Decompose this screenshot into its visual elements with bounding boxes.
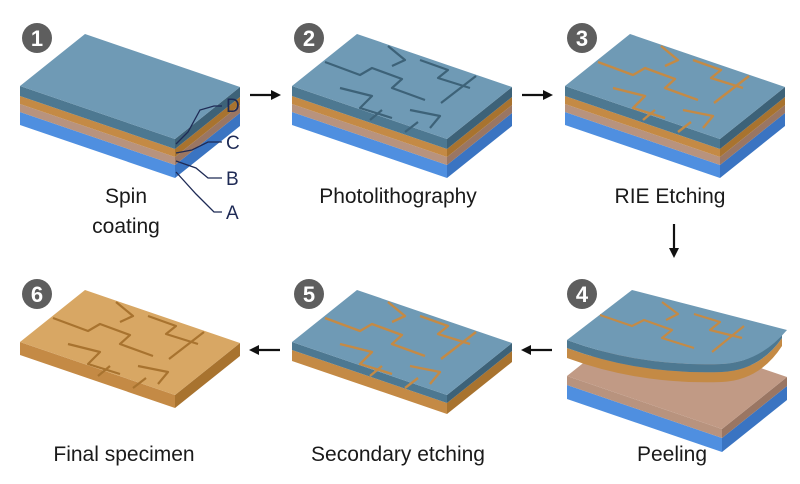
layer-a-front (20, 112, 175, 178)
step-3-stack (565, 34, 785, 178)
step2-base-front (292, 112, 447, 178)
step3-pattern (597, 45, 750, 133)
layer-c-front (20, 96, 175, 157)
step5-d-side (447, 343, 512, 403)
step4-b-side (722, 377, 787, 438)
step-2-stack (292, 34, 512, 178)
badge-5 (294, 279, 324, 309)
badge-2 (294, 23, 324, 53)
step3-base-front (565, 112, 720, 178)
step4-peeled-c (567, 338, 782, 383)
layer-d-top (20, 34, 240, 139)
step4-b-front (567, 376, 722, 438)
badge-3 (567, 23, 597, 53)
leader-b (175, 160, 222, 179)
caption-step-2: Photolithography (319, 185, 477, 208)
step4-base-front (567, 385, 722, 452)
step2-c-front (292, 96, 447, 157)
caption-step-1-line2: coating (92, 215, 160, 238)
step4-peeled-d-top (567, 290, 787, 365)
badge-1 (22, 23, 52, 53)
badge-1-number: 1 (31, 26, 43, 51)
step6-top (20, 290, 240, 395)
step3-d-front (565, 86, 720, 149)
step3-d-top (565, 34, 785, 139)
step3-base-side (720, 113, 785, 178)
leader-a (175, 171, 222, 213)
layer-label-leaders (175, 105, 222, 213)
step5-c-front (292, 350, 447, 414)
step-badges: 1 2 3 4 5 6 (22, 23, 597, 309)
badge-3-number: 3 (576, 26, 588, 51)
leader-d (175, 105, 222, 145)
process-arrows (249, 90, 679, 355)
badge-2-number: 2 (303, 26, 315, 51)
step2-d-front (292, 86, 447, 149)
caption-step-1-line1: Spin (105, 185, 147, 208)
step3-c-side (720, 97, 785, 157)
step-4-stack (567, 290, 787, 452)
layer-b-front (20, 104, 175, 165)
step3-b-front (565, 104, 720, 165)
step2-pattern (324, 45, 477, 133)
step2-c-side (447, 97, 512, 157)
step-5-stack (292, 290, 512, 414)
layer-d-side (175, 87, 240, 149)
step4-base-side (722, 386, 787, 452)
layer-a-side (175, 113, 240, 178)
step5-c-side (447, 351, 512, 414)
step2-b-front (292, 104, 447, 165)
step2-base-side (447, 113, 512, 178)
badge-4 (567, 279, 597, 309)
leader-c (175, 141, 222, 154)
caption-step-3: RIE Etching (615, 185, 726, 208)
caption-step-6: Final specimen (53, 443, 194, 466)
badge-5-number: 5 (303, 282, 315, 307)
step5-pattern (324, 301, 477, 389)
layer-c-side (175, 97, 240, 157)
badge-6 (22, 279, 52, 309)
step5-d-top (292, 290, 512, 395)
layer-d-front (20, 86, 175, 149)
badge-4-number: 4 (576, 282, 589, 307)
step6-pattern (52, 301, 205, 389)
caption-step-5: Secondary etching (311, 443, 485, 466)
layer-label-a: A (226, 203, 239, 224)
layer-label-b: B (226, 169, 239, 190)
step-1-stack (20, 34, 240, 178)
step-6-stack (20, 290, 240, 408)
step3-d-side (720, 87, 785, 149)
step2-d-top (292, 34, 512, 139)
caption-step-4: Peeling (637, 443, 707, 466)
badge-6-number: 6 (31, 282, 43, 307)
layer-label-c: C (226, 133, 240, 154)
step6-side (175, 343, 240, 408)
step2-b-side (447, 105, 512, 165)
step5-d-front (292, 342, 447, 403)
step2-d-side (447, 87, 512, 149)
step3-c-front (565, 96, 720, 157)
step3-b-side (720, 105, 785, 165)
layer-label-d: D (226, 96, 240, 117)
step4-peeled-d-front (567, 330, 782, 373)
step4-pattern (599, 301, 745, 353)
